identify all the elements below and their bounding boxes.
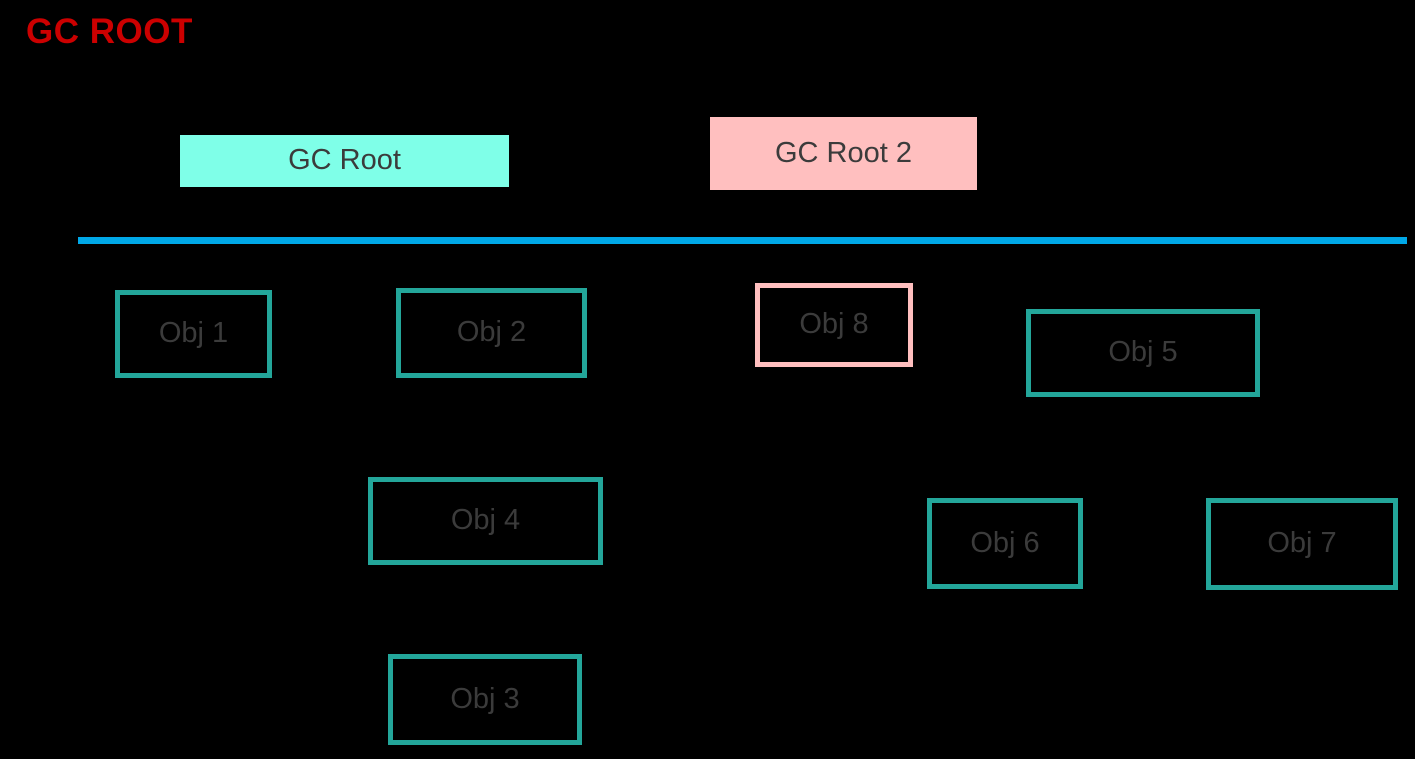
node-label-obj-1: Obj 1 — [158, 317, 229, 350]
node-label-obj-8: Obj 8 — [799, 308, 869, 341]
node-obj-3[interactable]: Obj 3 — [388, 654, 582, 745]
node-label-obj-2: Obj 2 — [456, 316, 527, 349]
node-label-gc-root-1: GC Root — [288, 144, 401, 177]
gc-root-boundary-line — [78, 237, 1407, 244]
node-obj-7[interactable]: Obj 7 — [1206, 498, 1398, 590]
node-label-obj-7: Obj 7 — [1267, 527, 1337, 560]
node-gc-root-1[interactable]: GC Root — [180, 135, 509, 187]
edge-obj2-obj4 — [457, 378, 487, 480]
node-obj-6[interactable]: Obj 6 — [927, 498, 1083, 589]
connector-edges — [191, 186, 1274, 657]
node-obj-5[interactable]: Obj 5 — [1026, 309, 1260, 397]
node-obj-8[interactable]: Obj 8 — [755, 283, 913, 367]
node-gc-root-2[interactable]: GC Root 2 — [710, 117, 977, 190]
node-label-obj-4: Obj 4 — [450, 504, 521, 537]
edge-obj5-obj7 — [1220, 396, 1274, 501]
edge-gcroot2-obj8 — [829, 190, 847, 286]
page-title: GC ROOT — [26, 12, 193, 51]
edge-obj5-obj6 — [1002, 396, 1082, 501]
node-label-obj-5: Obj 5 — [1108, 336, 1178, 369]
node-label-gc-root-2: GC Root 2 — [775, 136, 912, 169]
node-label-obj-3: Obj 3 — [450, 682, 520, 715]
node-obj-2[interactable]: Obj 2 — [396, 288, 587, 378]
node-label-obj-6: Obj 6 — [970, 526, 1040, 559]
node-obj-4[interactable]: Obj 4 — [368, 477, 603, 565]
node-obj-1[interactable]: Obj 1 — [115, 290, 272, 378]
